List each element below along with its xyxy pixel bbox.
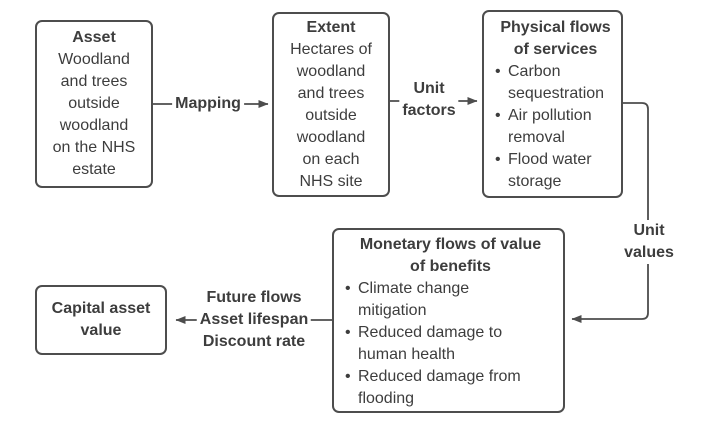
physical-flows-bullet-list: Carbon sequestration Air pollution remov… — [494, 61, 617, 193]
list-item: Reduced damage to human health — [344, 322, 557, 366]
bullet-text: Climate change mitigation — [358, 280, 470, 319]
arrow-label-capitalisation: Future flows Asset lifespan Discount rat… — [196, 287, 312, 353]
arrow-unit-values — [571, 102, 649, 323]
list-item: Air pollution removal — [494, 105, 617, 149]
arrow-label-unit-values: Unit values — [613, 220, 685, 264]
bullet-text: Carbon sequestration — [508, 63, 605, 102]
monetary-flows-box-title: Monetary flows of value of benefits — [359, 236, 542, 275]
monetary-flows-bullet-list: Climate change mitigation Reduced damage… — [344, 278, 557, 410]
list-item: Carbon sequestration — [494, 61, 617, 105]
extent-box-title: Extent — [306, 19, 356, 36]
bullet-text: Flood water storage — [508, 151, 592, 190]
arrow-label-mapping: Mapping — [172, 93, 244, 115]
list-item: Climate change mitigation — [344, 278, 557, 322]
flow-box-monetary-flows: Monetary flows of value of benefits Clim… — [332, 228, 565, 413]
list-item: Reduced damage from flooding — [344, 366, 557, 410]
flow-box-physical-flows: Physical flows of services Carbon seques… — [482, 10, 623, 198]
asset-box-title: Asset — [72, 29, 116, 46]
bullet-text: Air pollution removal — [508, 107, 592, 146]
asset-box-body: Woodland and trees outside woodland on t… — [52, 51, 136, 178]
bullet-text: Reduced damage to human health — [358, 324, 503, 363]
capital-box-title: Capital asset value — [51, 300, 151, 339]
bullet-text: Reduced damage from flooding — [358, 368, 521, 407]
flow-box-extent: Extent Hectares of woodland and trees ou… — [272, 12, 390, 197]
arrow-label-unit-factors: Unit factors — [399, 78, 459, 122]
flow-box-asset: Asset Woodland and trees outside woodlan… — [35, 20, 153, 188]
physical-flows-box-title: Physical flows of services — [500, 19, 611, 58]
extent-box-body: Hectares of woodland and trees outside w… — [290, 41, 372, 190]
list-item: Flood water storage — [494, 149, 617, 193]
flow-box-capital-asset-value: Capital asset value — [35, 285, 167, 355]
